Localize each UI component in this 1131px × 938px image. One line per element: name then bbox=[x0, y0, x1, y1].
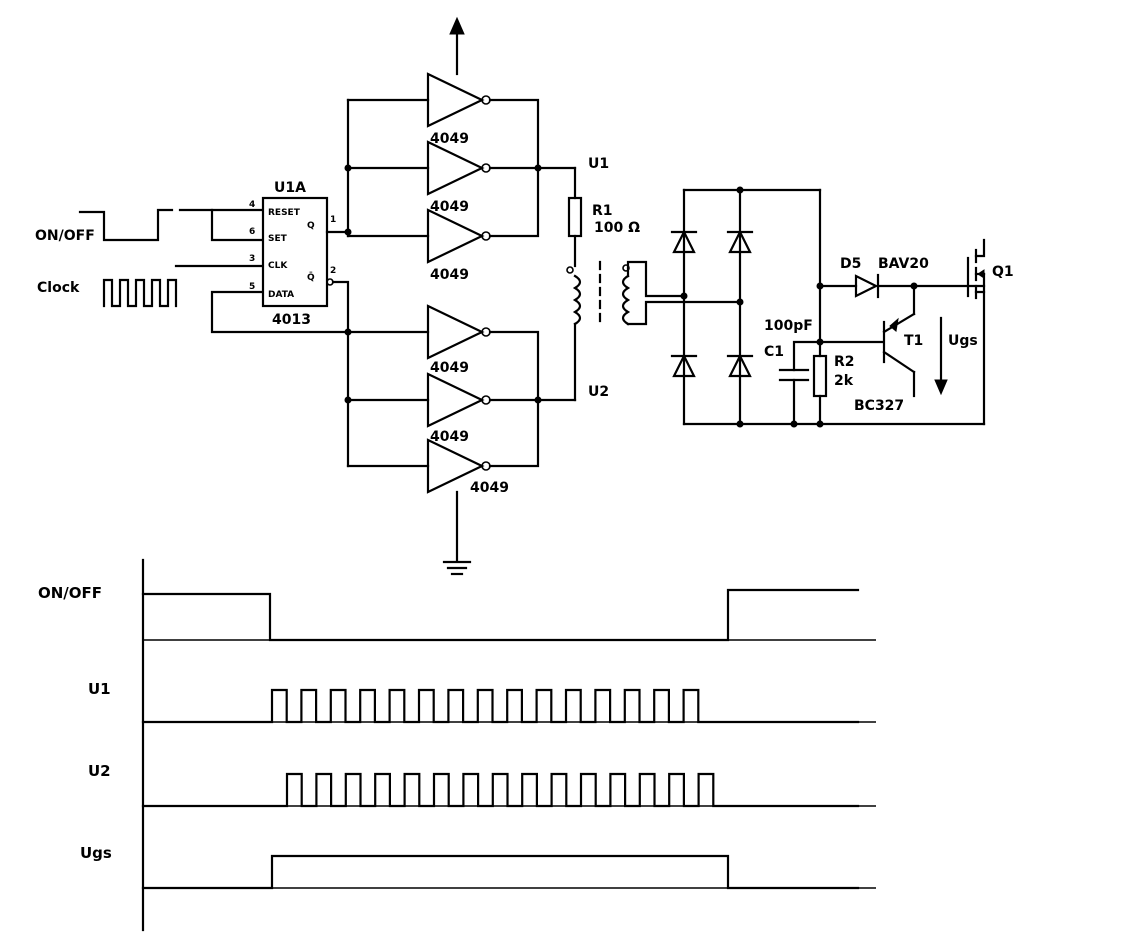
ic-part: 4013 bbox=[272, 312, 311, 328]
bridge-diode-3 bbox=[670, 353, 698, 378]
onoff-input-label: ON/OFF bbox=[35, 228, 95, 244]
c1-value: 100pF bbox=[764, 318, 813, 334]
upper-inverters: 4049 4049 4049 bbox=[344, 16, 577, 283]
d5-label: D5 bbox=[840, 256, 861, 272]
pin-data: DATA bbox=[268, 290, 294, 300]
wave-u1: U1 bbox=[88, 680, 876, 724]
wave-u2: U2 bbox=[88, 762, 876, 808]
u2-node-label: U2 bbox=[588, 384, 609, 400]
pin-set: SET bbox=[268, 234, 288, 244]
pinnum-qbar: 2 bbox=[330, 266, 336, 276]
wave-label-u2: U2 bbox=[88, 762, 111, 780]
pinnum-q: 1 bbox=[330, 215, 336, 225]
inverter-part-5: 4049 bbox=[430, 429, 469, 445]
inverter-part-6: 4049 bbox=[470, 480, 509, 496]
schematic: ON/OFF Clock U1A RESET SET CLK DATA Q Q̄… bbox=[35, 16, 1014, 576]
pinnum-set: 6 bbox=[249, 227, 255, 237]
secondary-and-bridge bbox=[621, 186, 986, 428]
d5-part: BAV20 bbox=[878, 256, 929, 272]
wave-onoff: ON/OFF bbox=[38, 584, 876, 642]
u2-pulse-train bbox=[141, 772, 860, 808]
lower-inverters: 4049 4049 4049 bbox=[344, 304, 577, 576]
wave-label-onoff: ON/OFF bbox=[38, 584, 102, 602]
inverter-part-3: 4049 bbox=[430, 267, 469, 283]
r1-and-primary: U1 U2 R1 100 Ω bbox=[566, 156, 640, 402]
pin-q: Q bbox=[307, 221, 315, 231]
ic-label: U1A bbox=[274, 180, 306, 196]
gate-driver: D5 BAV20 100pF C1 R2 2k T1 bbox=[764, 188, 986, 428]
pin-reset: RESET bbox=[268, 208, 301, 218]
timing-diagram: ON/OFF U1 U2 Ugs bbox=[38, 558, 876, 932]
inverter-part-1: 4049 bbox=[430, 131, 469, 147]
r2-value: 2k bbox=[834, 373, 854, 389]
r2-label: R2 bbox=[834, 354, 855, 370]
pin-clk: CLK bbox=[268, 261, 288, 271]
wave-label-u1: U1 bbox=[88, 680, 111, 698]
bridge-diode-4 bbox=[726, 353, 754, 378]
bridge-diode-2 bbox=[726, 229, 754, 254]
clock-input: Clock bbox=[37, 264, 264, 308]
r1-label: R1 bbox=[592, 203, 613, 219]
pinnum-data: 5 bbox=[249, 282, 255, 292]
pin-qbar: Q̄ bbox=[307, 271, 315, 283]
pinnum-reset: 4 bbox=[249, 200, 255, 210]
clock-input-label: Clock bbox=[37, 280, 80, 296]
flip-flop-4013: U1A RESET SET CLK DATA Q Q̄ 4 6 3 5 1 2 … bbox=[210, 180, 350, 334]
t1-label: T1 bbox=[904, 333, 923, 349]
c1-label: C1 bbox=[764, 344, 784, 360]
u1-node-label: U1 bbox=[588, 156, 609, 172]
inverter-part-4: 4049 bbox=[430, 360, 469, 376]
wave-label-ugs: Ugs bbox=[80, 844, 112, 862]
onoff-input: ON/OFF bbox=[35, 208, 264, 244]
wave-ugs: Ugs bbox=[80, 844, 876, 890]
t1-part: BC327 bbox=[854, 398, 904, 414]
inverter-part-2: 4049 bbox=[430, 199, 469, 215]
mosfet-q1: Q1 bbox=[966, 238, 1014, 426]
pinnum-clk: 3 bbox=[249, 254, 255, 264]
r1-value: 100 Ω bbox=[594, 220, 640, 236]
ugs-label-schematic: Ugs bbox=[948, 333, 978, 349]
u1-pulse-train bbox=[141, 688, 860, 724]
q1-label: Q1 bbox=[992, 264, 1014, 280]
bridge-diode-1 bbox=[670, 229, 698, 254]
